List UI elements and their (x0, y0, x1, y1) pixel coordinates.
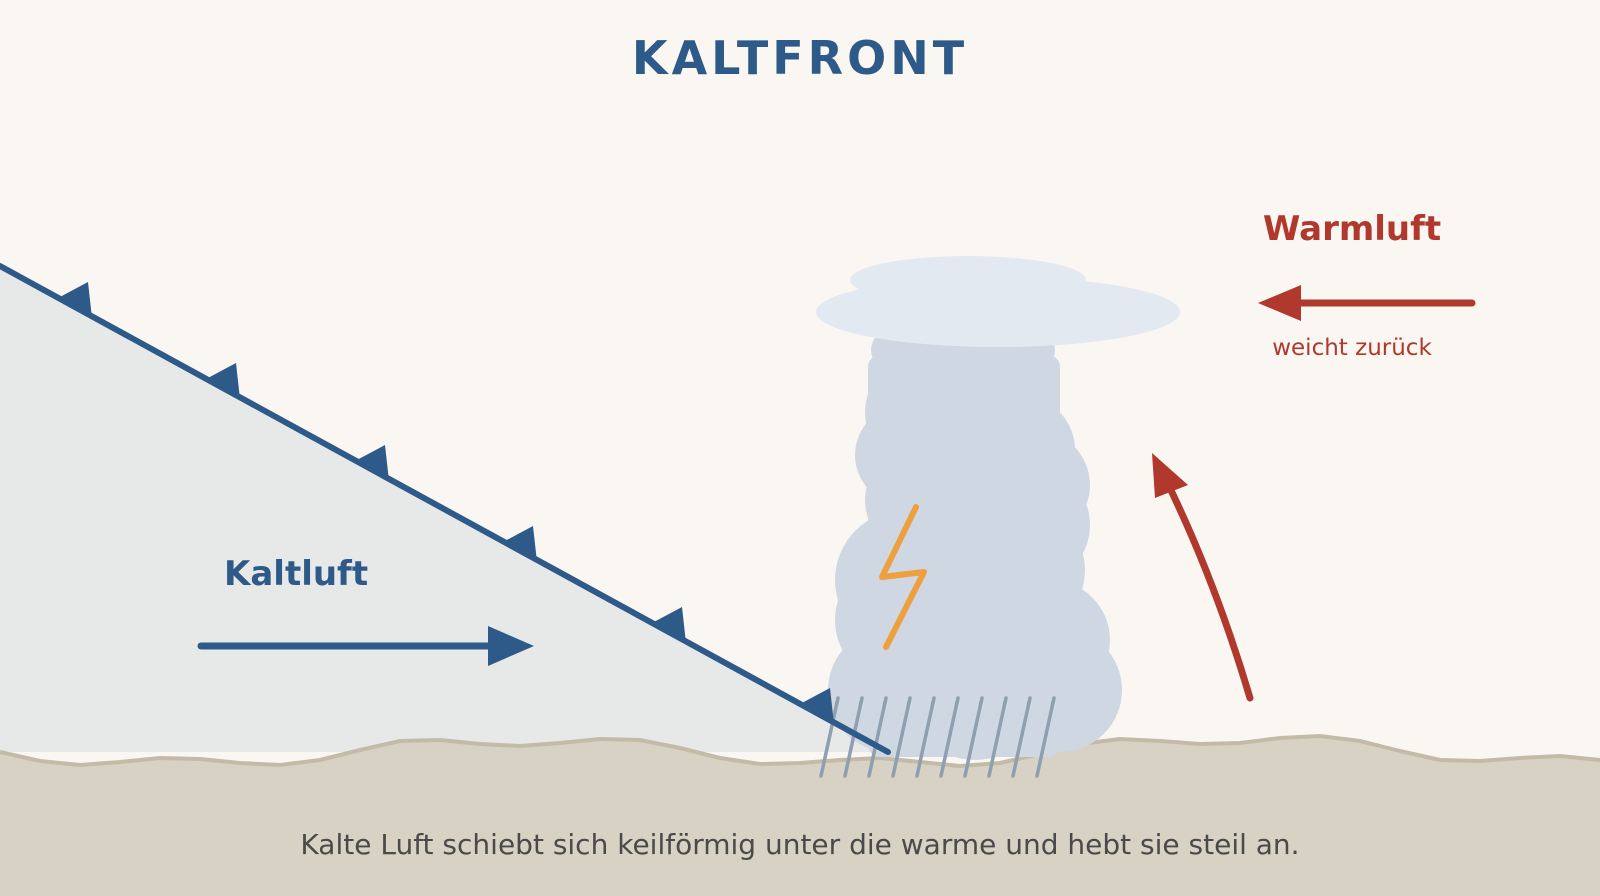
cold-air-label: Kaltluft (224, 554, 368, 594)
warm-air-label: Warmluft (1263, 209, 1441, 249)
page-title: KALTFRONT (632, 31, 968, 85)
thunderstorm-cloud (816, 256, 1180, 760)
lightning-bolt-icon (879, 504, 927, 650)
cold-air-arrow (197, 626, 534, 666)
cold-front-line (0, 263, 891, 755)
warm-air-arrow (1258, 285, 1476, 321)
cold-front-triangles (58, 282, 834, 724)
ground (0, 736, 1600, 896)
rain-streaks (819, 696, 1056, 778)
ground-line (0, 733, 1600, 769)
cloud-anvil-top (850, 256, 1086, 304)
uplift-arrow (1152, 453, 1254, 702)
warm-air-note: weicht zurück (1272, 335, 1432, 361)
caption: Kalte Luft schiebt sich keilförmig unter… (300, 828, 1299, 861)
